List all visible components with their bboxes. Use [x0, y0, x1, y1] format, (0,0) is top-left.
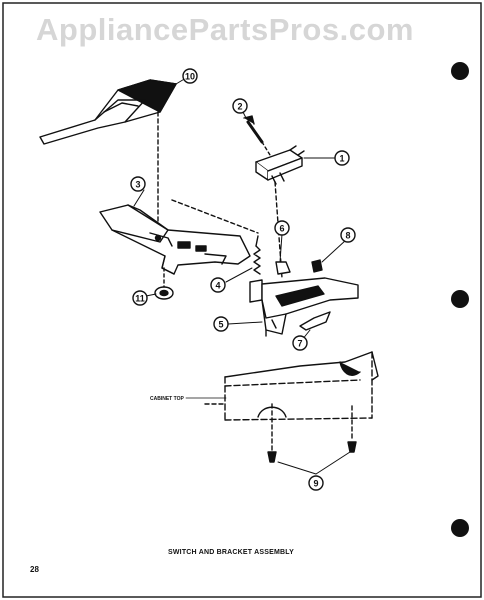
- callout-7: 7: [292, 335, 308, 351]
- callout-1: 1: [334, 150, 350, 166]
- callout-4: 4: [210, 277, 226, 293]
- diagram-caption: SWITCH AND BRACKET ASSEMBLY: [168, 549, 294, 556]
- part-lever-arm: [39, 79, 177, 145]
- svg-text:2: 2: [237, 102, 242, 112]
- assembly-guide-line: [261, 141, 271, 156]
- part-clip: [249, 279, 263, 303]
- callout-8: 8: [340, 227, 356, 243]
- callout-group: 10 2 1 3 6 8 4: [130, 68, 356, 491]
- part-switch-bracket: [261, 277, 359, 337]
- part-leaf-spring: [299, 311, 331, 331]
- svg-text:7: 7: [297, 339, 302, 349]
- page-number: 28: [30, 565, 39, 574]
- binder-hole: [451, 62, 469, 80]
- part-nut: [154, 286, 174, 300]
- svg-text:11: 11: [135, 294, 145, 304]
- part-switch: [255, 145, 305, 185]
- callout-11: 11: [132, 290, 148, 306]
- binder-hole: [451, 519, 469, 537]
- callout-10: 10: [182, 68, 198, 84]
- watermark: AppliancePartsPros.com: [36, 12, 414, 47]
- callout-leaders: [133, 77, 351, 475]
- callout-2: 2: [232, 98, 248, 114]
- part-spring: [253, 235, 261, 275]
- callout-3: 3: [130, 176, 146, 192]
- svg-text:8: 8: [345, 231, 350, 241]
- part-cabinet-screws: [267, 441, 357, 463]
- svg-text:3: 3: [135, 180, 140, 190]
- part-screw: [243, 115, 264, 144]
- part-tab: [275, 261, 291, 275]
- cabinet-top-label: CABINET TOP: [150, 396, 184, 402]
- svg-text:10: 10: [185, 72, 195, 82]
- binder-hole: [451, 290, 469, 308]
- svg-text:9: 9: [313, 479, 318, 489]
- svg-text:5: 5: [218, 320, 223, 330]
- assembly-guide-line: [171, 199, 259, 234]
- cabinet-top-outline: [204, 351, 379, 451]
- part-bracket-plate: [99, 204, 251, 275]
- part-small-clip: [311, 259, 323, 273]
- callout-5: 5: [213, 316, 229, 332]
- callout-9: 9: [308, 475, 324, 491]
- svg-text:6: 6: [279, 224, 284, 234]
- svg-text:1: 1: [339, 154, 344, 164]
- svg-text:4: 4: [215, 281, 220, 291]
- callout-6: 6: [274, 220, 290, 236]
